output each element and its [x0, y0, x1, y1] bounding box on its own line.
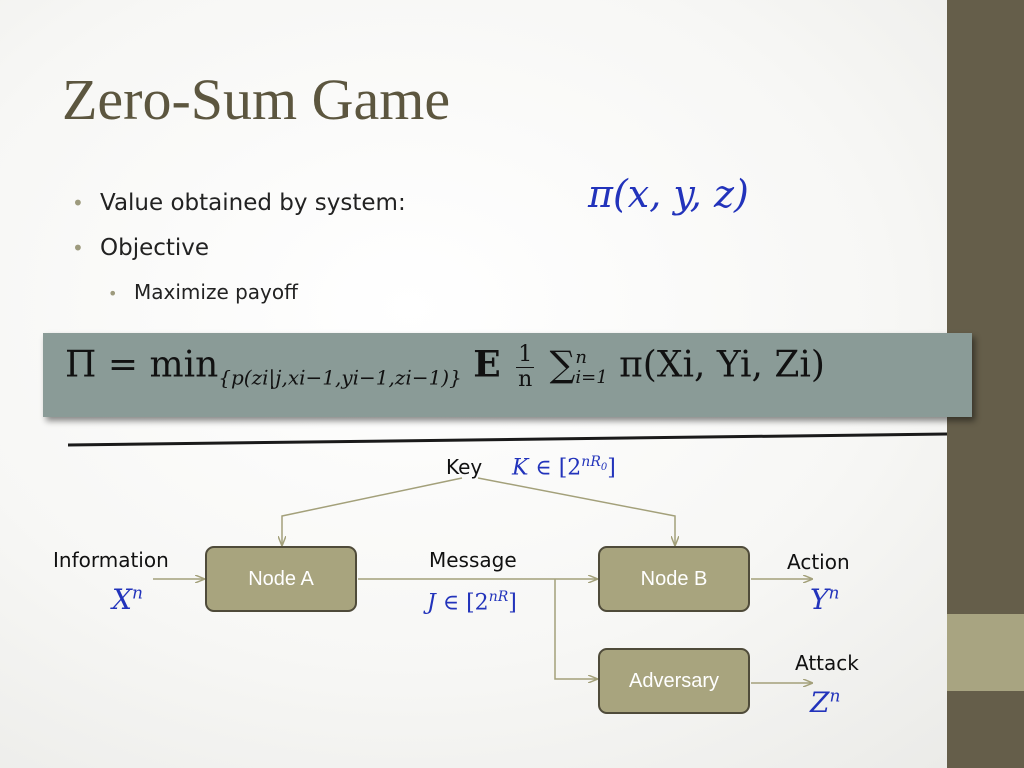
- formula-expectation: E: [473, 343, 501, 386]
- key-arrow-to-node-b: [477, 477, 675, 545]
- information-label: Information: [53, 548, 169, 572]
- attack-label: Attack: [795, 651, 859, 675]
- right-band-accent: [947, 614, 1024, 691]
- bullet-text: Objective: [100, 235, 210, 261]
- formula-min-subscript: {p(zi|j,xi−1,yi−1,zi−1)}: [218, 365, 462, 390]
- formula-lhs: Π = min: [65, 344, 219, 386]
- bullet-value-obtained: • Value obtained by system:: [72, 190, 406, 216]
- attack-var: Zn: [810, 686, 841, 719]
- information-var: Xn: [112, 583, 143, 616]
- message-label: Message: [429, 548, 517, 572]
- slide-title: Zero-Sum Game: [62, 67, 451, 132]
- message-set: J ∈ [2nR]: [427, 589, 517, 616]
- message-to-adversary-arrow: [554, 579, 597, 679]
- sum-symbol: ∑: [549, 344, 576, 386]
- action-label: Action: [787, 550, 850, 574]
- key-set: K ∈ [2nR0]: [512, 454, 616, 481]
- fraction-numerator: 1: [516, 342, 535, 368]
- divider-line: [67, 432, 948, 447]
- fraction-denominator: n: [518, 367, 533, 392]
- bullet-text: Value obtained by system:: [100, 190, 406, 216]
- bullet-dot-icon: •: [72, 191, 84, 215]
- action-var: Yn: [810, 583, 840, 616]
- formula-fraction: 1 n: [516, 342, 535, 392]
- bullet-dot-icon: •: [108, 284, 118, 303]
- bullet-text: Maximize payoff: [134, 280, 298, 304]
- adversary-node: Adversary: [598, 648, 750, 714]
- objective-formula: Π = min{p(zi|j,xi−1,yi−1,zi−1)} E 1 n ∑n…: [65, 343, 825, 392]
- key-label: Key: [446, 455, 483, 479]
- payoff-function: π(x, y, z): [588, 172, 749, 216]
- bullet-dot-icon: •: [72, 236, 84, 260]
- key-arrow-to-node-a: [282, 477, 463, 545]
- sum-upper: n: [575, 346, 587, 368]
- node-b: Node B: [598, 546, 750, 612]
- bullet-objective: • Objective: [72, 235, 209, 261]
- node-a: Node A: [205, 546, 357, 612]
- bullet-maximize-payoff: • Maximize payoff: [108, 280, 298, 304]
- sum-lower: i=1: [575, 366, 608, 388]
- formula-summand: π(Xi, Yi, Zi): [619, 344, 825, 386]
- formula-box: Π = min{p(zi|j,xi−1,yi−1,zi−1)} E 1 n ∑n…: [43, 333, 972, 417]
